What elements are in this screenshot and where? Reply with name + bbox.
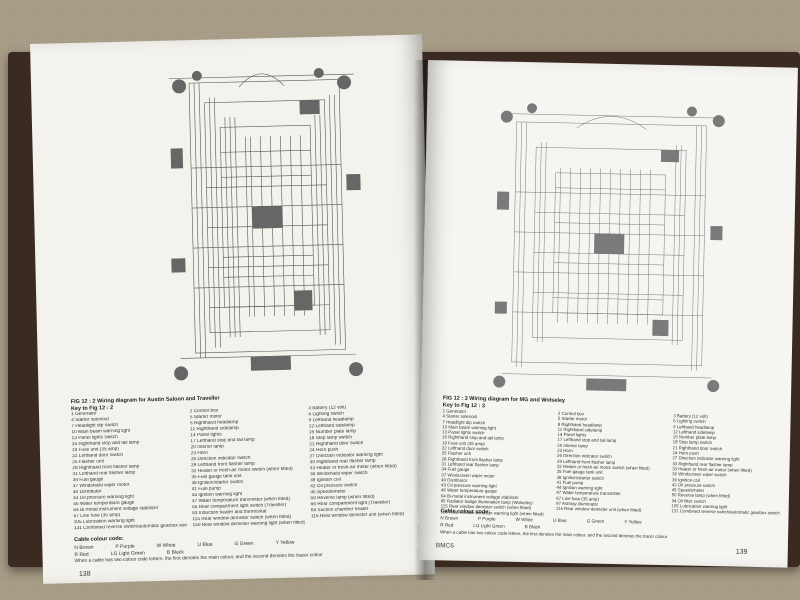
left-page: FIG 12 : 2 Wiring diagram for Austin Sal… bbox=[30, 34, 436, 584]
colour-code-item: N Brown bbox=[74, 544, 94, 552]
page-number: 138 bbox=[78, 570, 91, 578]
wiring-diagram-left bbox=[148, 54, 381, 389]
figure-caption: FIG 12 : 2 Wiring diagram for Austin Sal… bbox=[70, 395, 220, 406]
colour-code-item: U Blue bbox=[552, 517, 567, 524]
colour-code-item: U Blue bbox=[197, 541, 213, 549]
colour-code-title: Cable colour code: bbox=[74, 535, 124, 544]
colour-code-item: B Black bbox=[524, 524, 541, 530]
right-page: FIG 12 : 3 Wiring diagram for MG and Wol… bbox=[417, 60, 798, 568]
colour-code-item: Y Yellow bbox=[624, 519, 642, 525]
colour-code-item: LG Light Green bbox=[110, 550, 145, 558]
colour-code-item: W White bbox=[515, 516, 533, 523]
colour-code-item: P Purple bbox=[477, 516, 496, 522]
colour-code-item: P Purple bbox=[115, 543, 135, 551]
colour-code-title: Cable colour code: bbox=[440, 508, 491, 516]
colour-code-note: When a cable has two colour code letters… bbox=[440, 529, 668, 540]
colour-code-item: B Black bbox=[166, 549, 184, 556]
colour-code-row: R Red LG Light Green B Black bbox=[440, 522, 540, 529]
colour-code-item: G Green bbox=[234, 540, 254, 548]
colour-code-item: Y Yellow bbox=[275, 539, 295, 547]
wiring-diagram-left-svg bbox=[168, 67, 364, 381]
colour-code-item: LG Light Green bbox=[473, 523, 505, 529]
colour-code-item: R Red bbox=[440, 522, 454, 528]
colour-code-item: R Red bbox=[74, 551, 89, 559]
colour-code-item: G Green bbox=[586, 518, 605, 524]
key-item: 131 Combined reverse switch/automatic ge… bbox=[671, 508, 780, 517]
key-item: 116 Rear window demister unit (when fitt… bbox=[555, 506, 642, 513]
page-number: 139 bbox=[735, 548, 748, 556]
wiring-diagram-right-svg bbox=[493, 103, 725, 393]
colour-code-item: W White bbox=[156, 542, 176, 550]
colour-code-item: N Brown bbox=[440, 515, 459, 521]
wiring-diagram-right bbox=[481, 91, 737, 396]
footer-label: BMC6 bbox=[435, 542, 454, 550]
